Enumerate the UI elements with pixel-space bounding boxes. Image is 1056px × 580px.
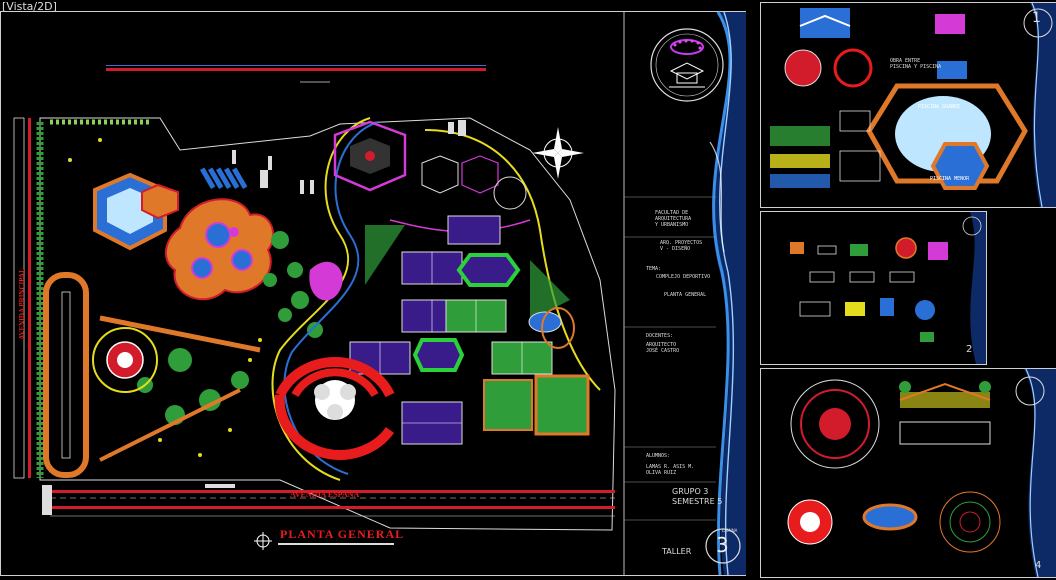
north-arrow-icon	[532, 127, 584, 179]
side-bottom-drawings	[787, 379, 1001, 553]
side-top-drawings	[770, 8, 1028, 190]
side-middle-drawings	[790, 237, 948, 342]
side-middle-swoosh	[962, 212, 986, 364]
plan-title-underline	[278, 543, 394, 545]
docentes-value: ARQUITECTO JOSÉ CASTRO	[646, 342, 680, 354]
viewport-label[interactable]: [Vista/2D]	[2, 0, 57, 13]
group-label: GRUPO 3	[672, 487, 709, 496]
site-plan	[13, 65, 616, 531]
title-block-swoosh	[623, 11, 746, 576]
sheet-number-badge	[705, 528, 741, 564]
side-bottom-sheet-number: 4	[1035, 560, 1042, 571]
plan-title-marker	[254, 532, 272, 550]
docentes-label: DOCENTES:	[646, 333, 674, 339]
plan-label: PLANTA GENERAL	[664, 292, 707, 298]
side-middle-sheet-number: 2	[966, 344, 973, 355]
school-logo-icon	[650, 28, 724, 102]
plan-title: PLANTA GENERAL	[280, 527, 405, 541]
pool-small-label: PISCINA MENOR	[930, 176, 970, 182]
taller-label: TALLER	[662, 547, 692, 556]
avenue-bottom-label: AVENIDA ESPAÑA	[290, 490, 360, 499]
side-sheet-middle	[760, 211, 987, 365]
pool-note: OBRA ENTRE PISCINA Y PISCINA	[890, 58, 942, 70]
alumnos-label: ALUMNOS:	[646, 453, 671, 459]
theme-value: COMPLEJO DEPORTIVO	[656, 274, 711, 280]
semester-label: SEMESTRE 5	[672, 497, 723, 506]
avenue-left-label: AVENIDA PRINCIPAL	[18, 268, 26, 340]
side-top-swoosh	[1023, 2, 1056, 208]
school-name: FACULTAD DE ARQUITECTURA Y URBANISMO	[655, 210, 692, 228]
theme-label: TEMA:	[646, 266, 662, 272]
course-name: ARQ. PROYECTOS V - DISEÑO	[660, 240, 703, 252]
sheet-number: 3	[716, 533, 729, 557]
alumnos-value: LAMAS R. ASIS M. OLIVA RUIZ	[646, 464, 695, 476]
side-top-sheet-number: 1	[1032, 10, 1041, 26]
pool-big-label: PISCINA GRANDE	[918, 104, 961, 110]
side-bottom-swoosh	[1015, 368, 1056, 578]
